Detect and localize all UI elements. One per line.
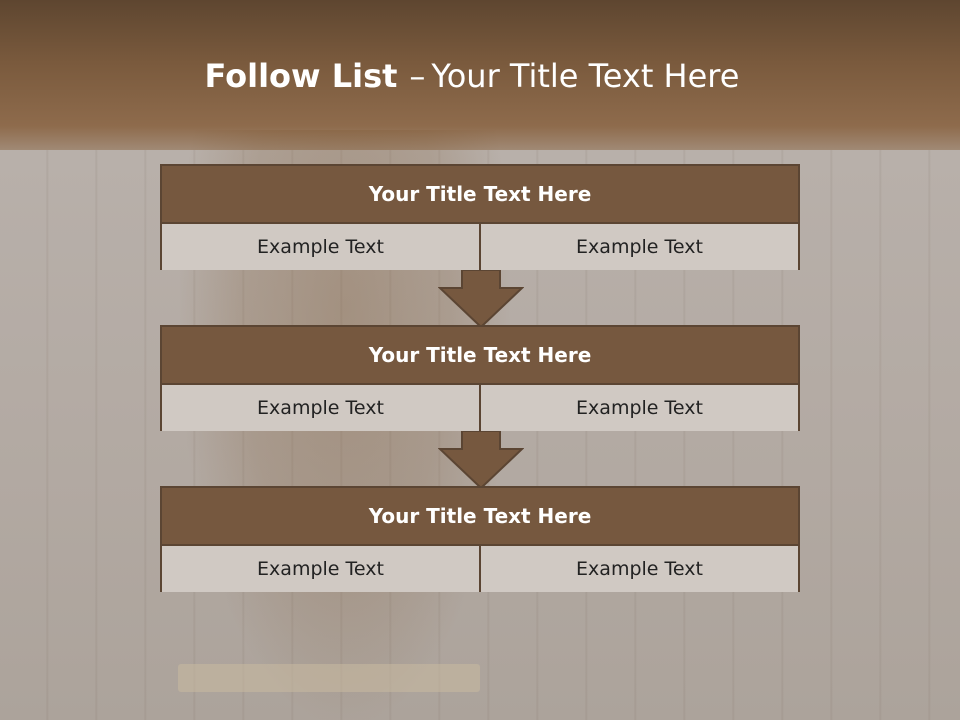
- block-cell-right: Example Text: [479, 224, 798, 270]
- block-row: Example Text Example Text: [162, 224, 798, 270]
- list-block-2: Your Title Text Here Example Text Exampl…: [160, 325, 800, 431]
- list-block-3: Your Title Text Here Example Text Exampl…: [160, 486, 800, 592]
- block-row: Example Text Example Text: [162, 546, 798, 592]
- list-block-1: Your Title Text Here Example Text Exampl…: [160, 164, 800, 270]
- block-title: Your Title Text Here: [162, 327, 798, 385]
- title-rest: Your Title Text Here: [431, 57, 740, 95]
- block-cell-left: Example Text: [162, 385, 479, 431]
- title-bold: Follow List: [204, 57, 398, 95]
- block-title: Your Title Text Here: [162, 166, 798, 224]
- block-cell-left: Example Text: [162, 224, 479, 270]
- block-row: Example Text Example Text: [162, 385, 798, 431]
- block-title: Your Title Text Here: [162, 488, 798, 546]
- slide-title: Follow List–Your Title Text Here: [0, 52, 944, 100]
- block-cell-left: Example Text: [162, 546, 479, 592]
- block-cell-right: Example Text: [479, 385, 798, 431]
- down-arrow-icon: [438, 431, 524, 489]
- background-pedestal: [178, 664, 480, 692]
- title-separator: –: [409, 57, 426, 95]
- down-arrow-icon: [438, 270, 524, 328]
- block-cell-right: Example Text: [479, 546, 798, 592]
